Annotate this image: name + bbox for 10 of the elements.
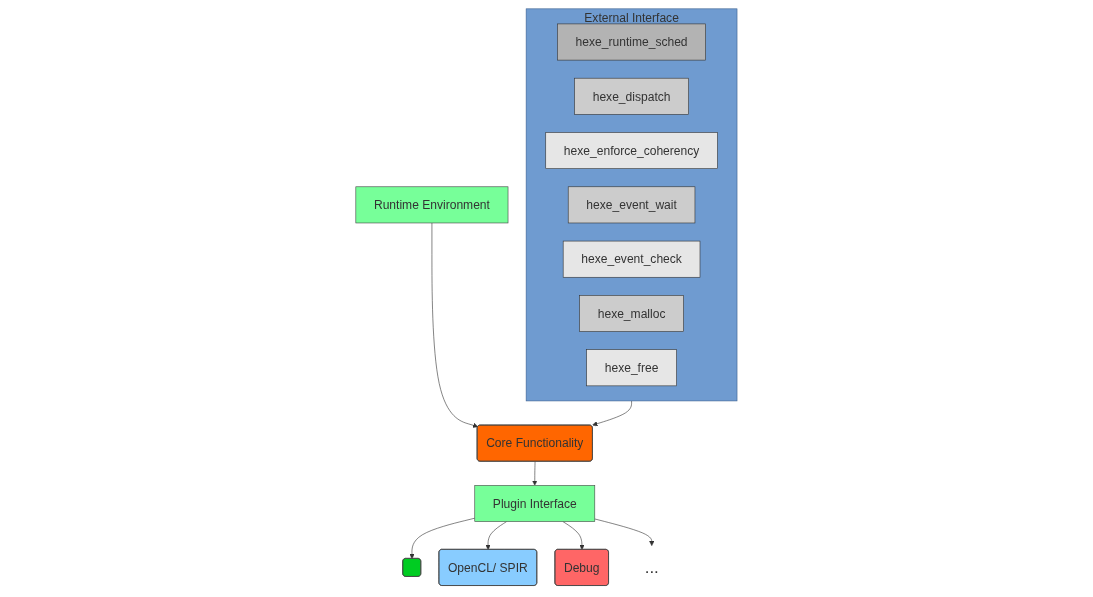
node-box: hexe_dispatch bbox=[574, 77, 689, 115]
node-box: hexe_free bbox=[586, 348, 677, 386]
node-box: hexe_event_check bbox=[562, 240, 701, 278]
node-box: hexe_event_wait bbox=[567, 186, 696, 223]
node-box: hexe_runtime_sched bbox=[557, 23, 707, 60]
node-box: Plugin Interface bbox=[474, 484, 596, 522]
node-box: hexe_enforce_coherency bbox=[545, 131, 718, 169]
node-box: hexe_malloc bbox=[579, 294, 684, 332]
node-box: Runtime Environment bbox=[355, 186, 509, 223]
node-text: ... bbox=[644, 557, 659, 576]
